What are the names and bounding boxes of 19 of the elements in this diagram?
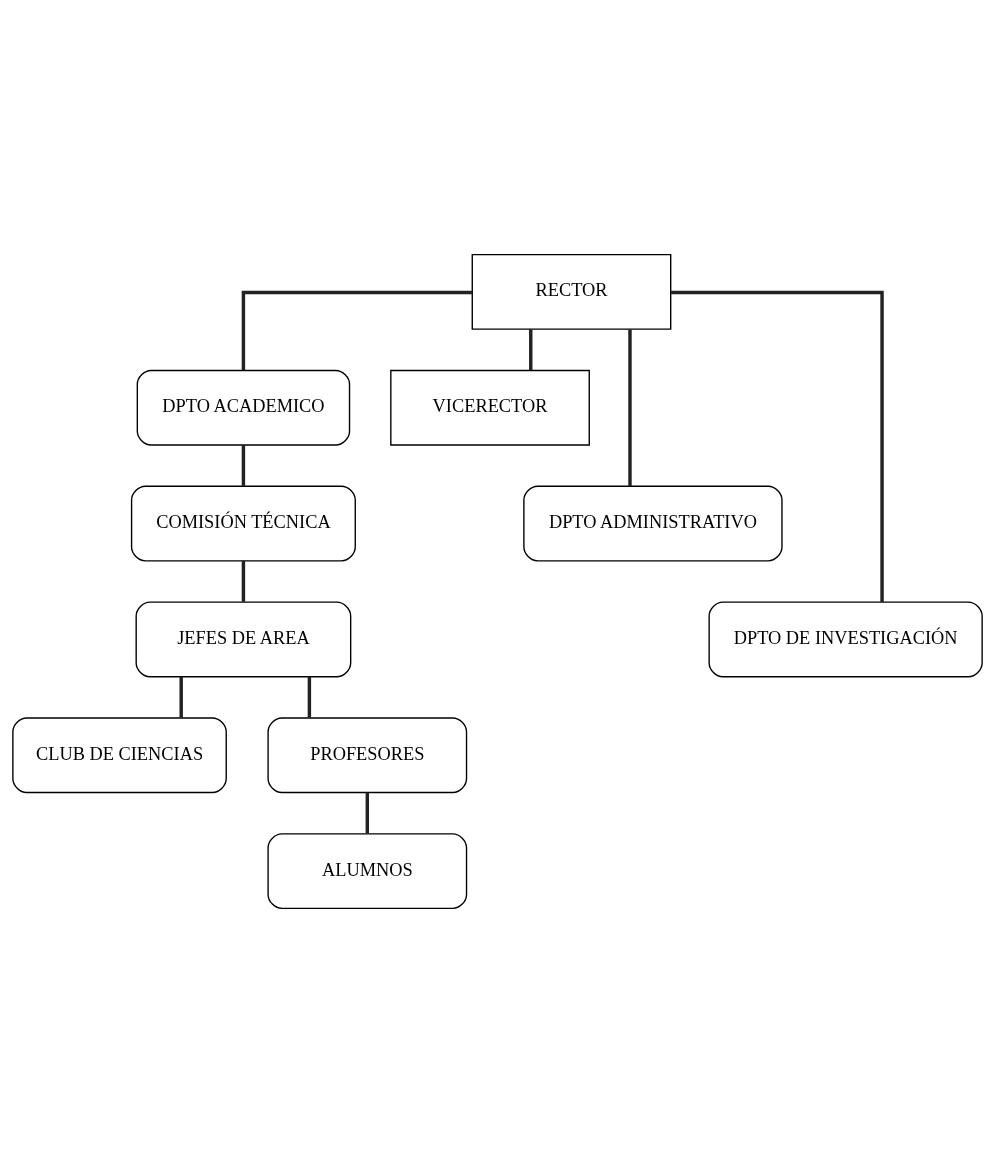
connector [529,328,533,370]
node-box: CLUB DE CIENCIAS [12,716,227,793]
node-box: DPTO ADMINISTRATIVO [523,485,783,562]
connector [671,290,884,602]
node-box: VICERECTOR [390,369,590,446]
node-box: RECTOR [471,253,672,330]
node-box: ALUMNOS [267,832,468,909]
node-box: DPTO DE INVESTIGACIÓN [708,600,983,677]
connector [179,676,183,718]
connector [307,676,312,718]
node-box: PROFESORES [267,716,468,793]
connector [365,792,370,833]
connector [628,329,632,486]
node-box: DPTO ACADEMICO [136,369,351,446]
connector [241,560,246,602]
connector [241,290,473,370]
node-box: JEFES DE AREA [135,600,352,677]
connector [241,444,246,486]
node-box: COMISIÓN TÉCNICA [130,485,356,562]
